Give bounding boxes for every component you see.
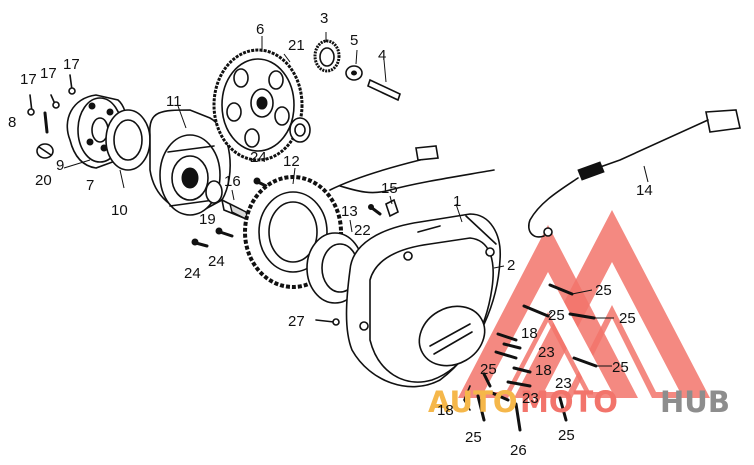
label-9: 9	[56, 157, 64, 174]
label-25b: 25	[548, 307, 565, 324]
label-25e: 25	[480, 361, 497, 378]
label-18a: 18	[521, 325, 538, 342]
cable-14	[528, 109, 741, 238]
label-20: 20	[35, 172, 52, 189]
parts-22-15	[368, 195, 399, 218]
watermark-text: AUTO MOTO HUB	[428, 385, 730, 419]
label-8: 8	[8, 114, 16, 131]
label-17c: 17	[63, 56, 80, 73]
label-16: 16	[224, 173, 241, 190]
label-11: 11	[166, 93, 182, 110]
label-12: 12	[283, 153, 300, 170]
label-19: 19	[199, 211, 216, 228]
label-18b: 18	[535, 362, 552, 379]
label-6: 6	[256, 21, 264, 38]
label-25g: 25	[558, 427, 575, 444]
label-17a: 17	[20, 71, 37, 88]
gear-6	[212, 36, 304, 162]
label-5: 5	[350, 32, 358, 49]
label-25a: 25	[595, 282, 612, 299]
label-10: 10	[111, 202, 128, 219]
label-23c: 23	[522, 390, 539, 407]
label-13: 13	[341, 203, 358, 220]
label-23b: 23	[555, 375, 572, 392]
label-17b: 17	[40, 65, 57, 82]
bolts-right	[463, 283, 614, 432]
label-25c: 25	[619, 310, 636, 327]
label-1: 1	[453, 193, 461, 210]
screws-24	[191, 177, 268, 248]
label-15: 15	[381, 180, 398, 197]
watermark-word-hub: HUB	[660, 385, 730, 419]
screw-27	[315, 318, 340, 326]
callout-labels: 1 2 3 4 5 6 7 8 9 10 11 12 13 14 15 16 1…	[8, 10, 653, 459]
label-3: 3	[320, 10, 328, 27]
watermark-word-auto: AUTO	[428, 385, 518, 419]
label-21: 21	[288, 37, 305, 54]
label-18c: 18	[437, 402, 454, 419]
watermark-word-moto: MOTO	[520, 385, 618, 419]
label-26: 26	[510, 442, 527, 459]
label-24c: 24	[208, 253, 225, 270]
watermark-triangle-left-inner	[484, 272, 612, 392]
bolt-16	[205, 180, 250, 222]
fasteners-17	[27, 74, 76, 159]
label-4: 4	[378, 47, 386, 64]
label-24a: 24	[250, 149, 267, 166]
label-24b: 24	[184, 265, 201, 282]
ring-10	[105, 109, 151, 189]
gear-3-shaft-4	[289, 32, 401, 143]
label-14: 14	[636, 182, 653, 199]
label-22: 22	[354, 222, 371, 239]
label-23a: 23	[538, 344, 555, 361]
label-27: 27	[288, 313, 305, 330]
label-2: 2	[507, 257, 515, 274]
label-25d: 25	[612, 359, 629, 376]
label-25f: 25	[465, 429, 482, 446]
cover-1-2	[345, 203, 505, 388]
label-7: 7	[86, 177, 94, 194]
